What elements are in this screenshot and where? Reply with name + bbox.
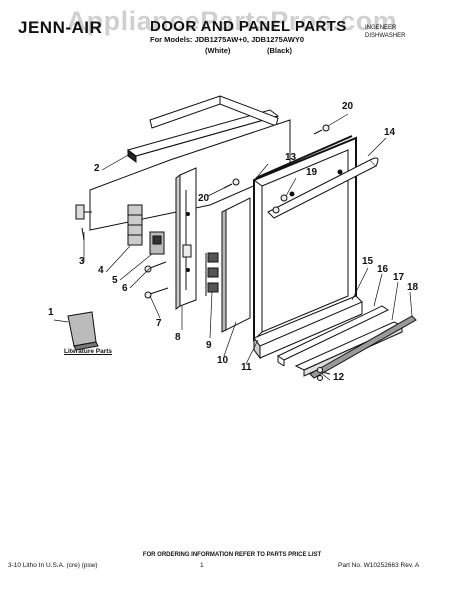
callout-20-side: 20 bbox=[198, 193, 210, 204]
literature-parts-label: Literature Parts bbox=[64, 348, 113, 355]
part-top-panel bbox=[126, 109, 280, 163]
callout-5: 5 bbox=[112, 275, 118, 286]
part-trim-strip bbox=[255, 135, 353, 179]
corner-label: INGENEER DISHWASHER bbox=[365, 24, 455, 40]
page-title: DOOR AND PANEL PARTS bbox=[150, 18, 347, 35]
corner-line-2: DISHWASHER bbox=[365, 33, 406, 39]
part-screw bbox=[144, 261, 169, 299]
callout-12: 12 bbox=[333, 372, 345, 383]
variant-white: (White) bbox=[205, 46, 231, 55]
part-bottom-bar bbox=[309, 315, 417, 379]
callout-18: 18 bbox=[407, 282, 419, 293]
callout-9: 9 bbox=[206, 340, 212, 351]
page-number: 1 bbox=[200, 562, 204, 569]
callout-4: 4 bbox=[98, 265, 104, 276]
part-number: Part No. W10252663 Rev. A bbox=[338, 562, 420, 569]
part-lower-strip bbox=[276, 305, 390, 367]
litho-info: 3-10 Litho In U.S.A. (cre) (psw) bbox=[8, 562, 98, 569]
part-upper-bracket bbox=[149, 95, 279, 129]
models-line: For Models: JDB1275AW+0, JDB1275AWY0 bbox=[150, 35, 305, 44]
part-toe-plate bbox=[294, 321, 404, 377]
part-literature bbox=[67, 311, 99, 351]
callout-13: 13 bbox=[285, 152, 297, 163]
part-flat-panel bbox=[221, 197, 251, 333]
part-handle-screws bbox=[272, 194, 288, 214]
callout-19: 19 bbox=[306, 167, 318, 178]
part-bottom-screws bbox=[317, 367, 331, 381]
callout-16: 16 bbox=[377, 264, 389, 275]
callout-2: 2 bbox=[94, 163, 100, 174]
callout-6: 6 bbox=[122, 283, 128, 294]
part-inner-door-panel bbox=[175, 167, 197, 310]
callout-8: 8 bbox=[175, 332, 181, 343]
part-kick-panel bbox=[253, 295, 363, 360]
callout-11: 11 bbox=[241, 362, 252, 373]
part-door-handle bbox=[267, 157, 379, 219]
part-control-buttons bbox=[205, 252, 219, 296]
callout-3: 3 bbox=[79, 256, 85, 267]
leader-lines bbox=[53, 113, 413, 381]
callout-10: 10 bbox=[217, 355, 229, 366]
part-switch bbox=[149, 231, 165, 255]
callout-20-top: 20 bbox=[342, 101, 354, 112]
callout-1: 1 bbox=[48, 307, 54, 318]
callout-14: 14 bbox=[384, 127, 396, 138]
part-bracket bbox=[127, 204, 143, 246]
callout-17: 17 bbox=[393, 272, 405, 283]
callout-7: 7 bbox=[156, 318, 162, 329]
ordering-info: FOR ORDERING INFORMATION REFER TO PARTS … bbox=[142, 552, 322, 558]
variant-black: (Black) bbox=[267, 46, 293, 55]
corner-line-1: INGENEER bbox=[365, 25, 397, 31]
brand-logo: JENN-AIR bbox=[18, 18, 103, 37]
callout-15: 15 bbox=[362, 256, 374, 267]
